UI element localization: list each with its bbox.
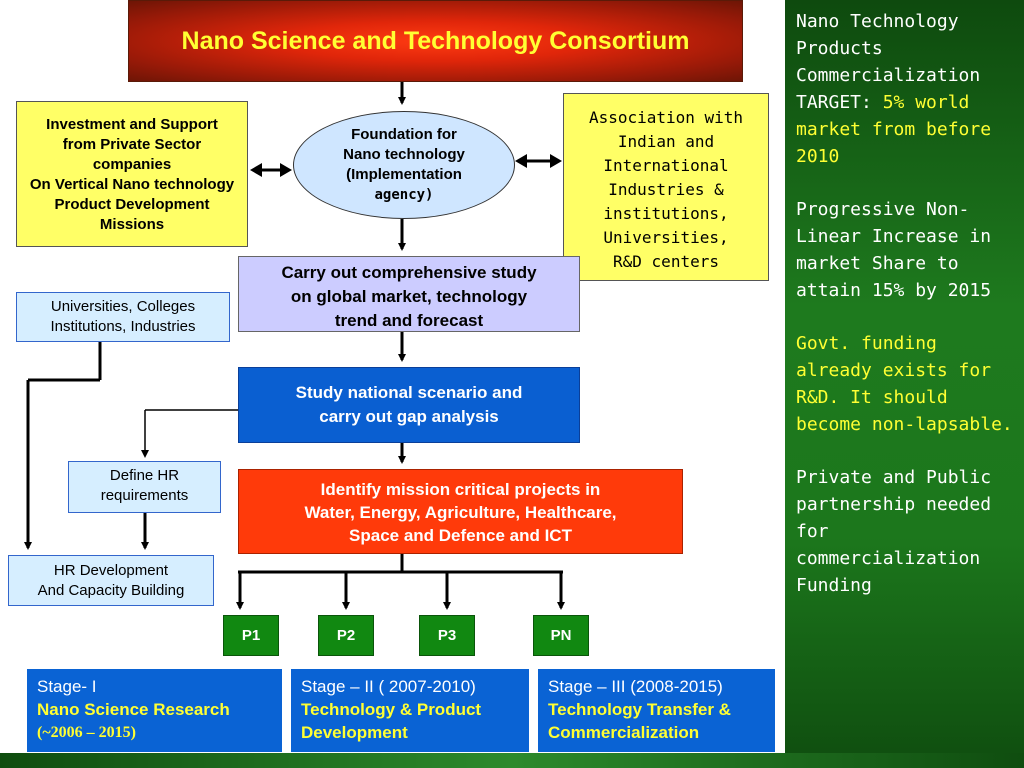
investment-box: Investment and Support from Private Sect… bbox=[16, 101, 248, 247]
sidebar-target: Nano Technology Products Commercializati… bbox=[796, 8, 1014, 170]
stage-title: Stage- I bbox=[37, 677, 97, 696]
association-line: Indian and bbox=[617, 132, 715, 151]
gap-analysis-line: Study national scenario and bbox=[295, 383, 523, 402]
foundation-line: Nano technology bbox=[343, 146, 465, 163]
mission-projects-box: Identify mission critical projects in Wa… bbox=[238, 469, 683, 554]
consortium-title-box: Nano Science and Technology Consortium bbox=[128, 0, 743, 82]
stage-subtitle: Nano Science Research bbox=[37, 700, 230, 719]
project-p1: P1 bbox=[223, 615, 279, 656]
sidebar-progressive: Progressive Non-Linear Increase in marke… bbox=[796, 199, 992, 301]
association-line: R&D centers bbox=[613, 252, 719, 271]
foundation-ellipse: Foundation for Nano technology (Implemen… bbox=[293, 111, 515, 219]
market-study-line: trend and forecast bbox=[334, 311, 484, 330]
universities-line: Universities, Colleges bbox=[50, 298, 196, 315]
define-hr-box: Define HR requirements bbox=[68, 461, 221, 513]
association-line: International bbox=[603, 156, 729, 175]
market-study-line: Carry out comprehensive study bbox=[281, 263, 537, 282]
market-study-line: on global market, technology bbox=[290, 287, 528, 306]
hr-development-line: And Capacity Building bbox=[37, 582, 185, 599]
page-title: Nano Science and Technology Consortium bbox=[181, 26, 690, 55]
stage-period: (~2006 – 2015) bbox=[37, 724, 136, 741]
project-p3: P3 bbox=[419, 615, 475, 656]
mission-line: Identify mission critical projects in bbox=[320, 480, 601, 499]
investment-line: On Vertical Nano technology bbox=[29, 176, 235, 193]
association-box: Association with Indian and Internationa… bbox=[563, 93, 769, 281]
foundation-line: Foundation for bbox=[351, 126, 457, 143]
hr-development-box: HR Development And Capacity Building bbox=[8, 555, 214, 606]
investment-line: Product Development bbox=[54, 196, 210, 213]
stage-title: Stage – II ( 2007-2010) bbox=[301, 677, 476, 696]
sidebar-partnership: Private and Public partnership needed fo… bbox=[796, 467, 992, 596]
market-study-box: Carry out comprehensive study on global … bbox=[238, 256, 580, 332]
stage-1-box: Stage- I Nano Science Research (~2006 – … bbox=[27, 669, 282, 752]
gap-analysis-line: carry out gap analysis bbox=[319, 407, 499, 426]
association-line: Association with bbox=[588, 108, 744, 127]
sidebar-target-value: 5% world market from before 2010 bbox=[796, 92, 992, 167]
investment-line: from Private Sector bbox=[62, 136, 202, 153]
association-line: Universities, bbox=[603, 228, 729, 247]
investment-line: Investment and Support bbox=[46, 116, 218, 133]
association-line: Industries & bbox=[608, 180, 724, 199]
define-hr-line: requirements bbox=[100, 487, 189, 504]
sidebar-target-label: Nano Technology Products Commercializati… bbox=[796, 11, 981, 113]
stage-subtitle: Commercialization bbox=[548, 723, 700, 742]
foundation-line: agency) bbox=[374, 187, 434, 203]
stage-subtitle: Development bbox=[301, 723, 408, 742]
association-line: institutions, bbox=[603, 204, 729, 223]
hr-development-line: HR Development bbox=[53, 562, 169, 579]
mission-line: Water, Energy, Agriculture, Healthcare, bbox=[304, 503, 617, 522]
sidebar-govt-funding: Govt. funding already exists for R&D. It… bbox=[796, 333, 1013, 435]
project-pn: PN bbox=[533, 615, 589, 656]
universities-box: Universities, Colleges Institutions, Ind… bbox=[16, 292, 230, 342]
define-hr-line: Define HR bbox=[109, 467, 180, 484]
foundation-line: (Implementation bbox=[346, 166, 462, 183]
stage-title: Stage – III (2008-2015) bbox=[548, 677, 723, 696]
stage-subtitle: Technology & Product bbox=[301, 700, 482, 719]
project-p2: P2 bbox=[318, 615, 374, 656]
universities-line: Institutions, Industries bbox=[50, 318, 196, 335]
commercialization-sidebar: Nano Technology Products Commercializati… bbox=[785, 0, 1024, 768]
gap-analysis-box: Study national scenario and carry out ga… bbox=[238, 367, 580, 443]
bottom-bar bbox=[0, 753, 1024, 768]
investment-line: Missions bbox=[99, 216, 165, 233]
stage-2-box: Stage – II ( 2007-2010) Technology & Pro… bbox=[291, 669, 529, 752]
mission-line: Space and Defence and ICT bbox=[349, 526, 572, 545]
stage-subtitle: Technology Transfer & bbox=[548, 700, 731, 719]
stage-3-box: Stage – III (2008-2015) Technology Trans… bbox=[538, 669, 775, 752]
investment-line: companies bbox=[92, 156, 172, 173]
